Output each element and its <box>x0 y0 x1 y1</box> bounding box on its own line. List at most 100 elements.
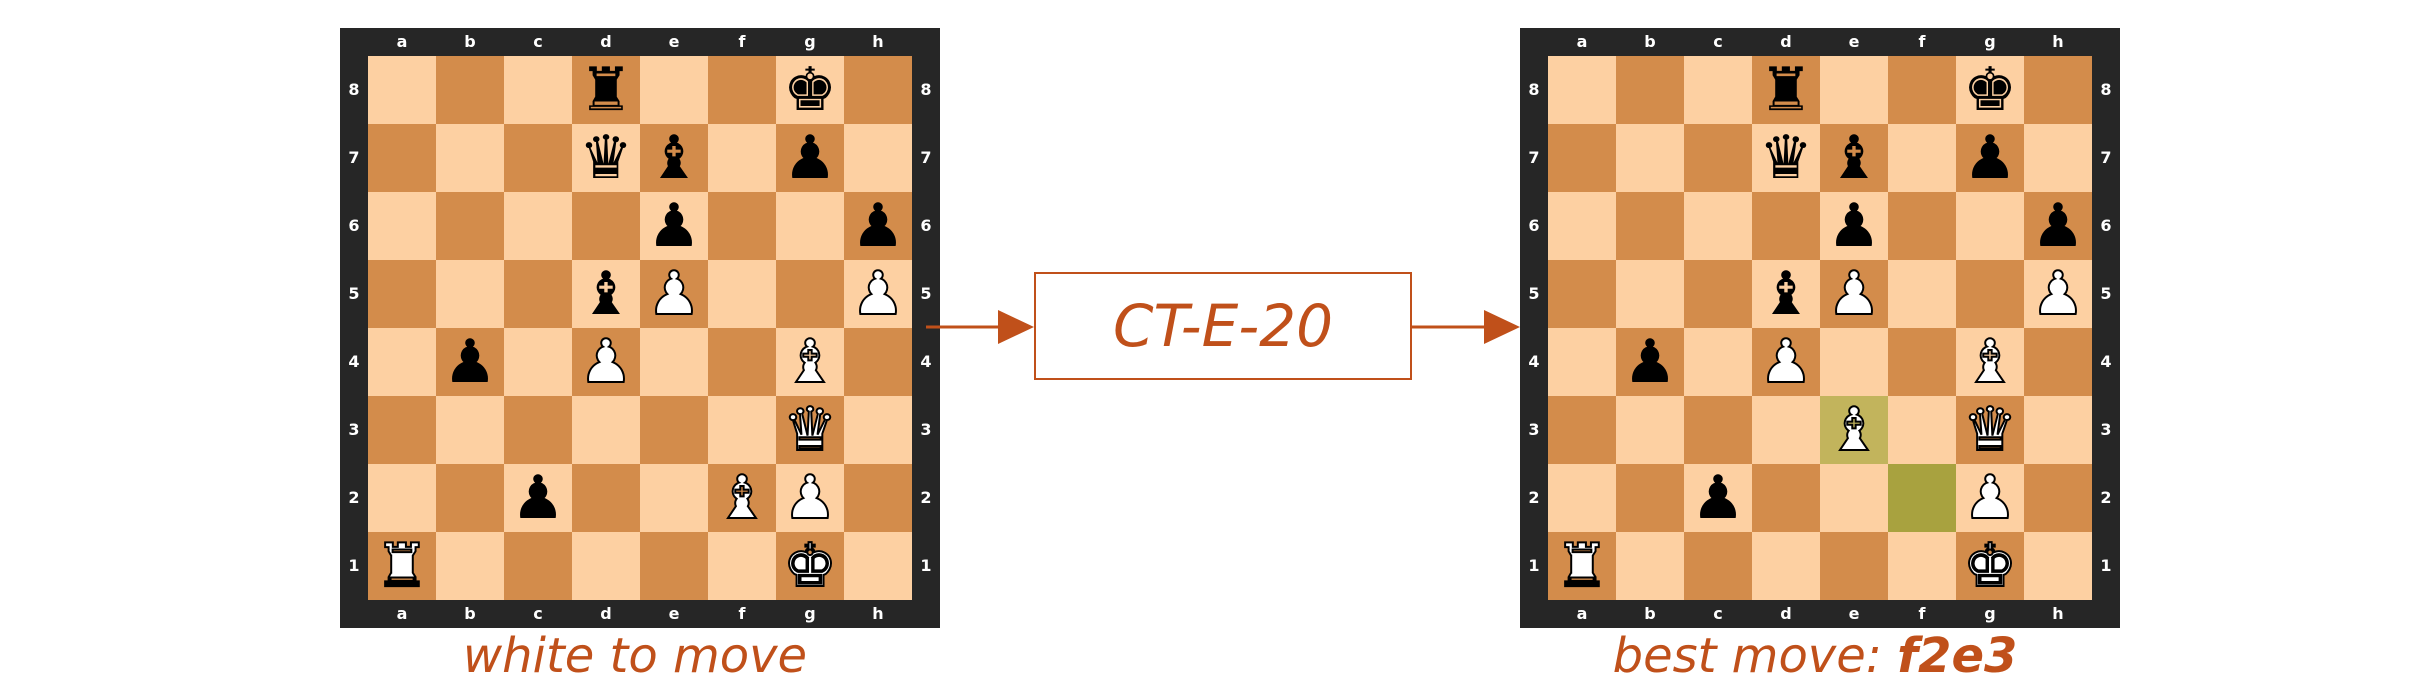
right-board-square-f5 <box>1888 260 1956 328</box>
left-board-rank-label-1-left: 1 <box>348 556 360 575</box>
black-king-icon: ♚ <box>783 55 837 125</box>
left-board-square-c7 <box>504 124 572 192</box>
left-board-square-e2 <box>640 464 708 532</box>
right-board-square-c6 <box>1684 192 1752 260</box>
left-board-square-b5 <box>436 260 504 328</box>
white-pawn-icon: ♟ <box>850 259 906 329</box>
right-board-square-b2 <box>1616 464 1684 532</box>
left-board-rank-label-6-left: 6 <box>348 216 360 235</box>
left-board-square-b7 <box>436 124 504 192</box>
right-board-file-label-e-bottom: e <box>1848 604 1860 623</box>
left-board-square-b3 <box>436 396 504 464</box>
right-caption: best move: f2e3 <box>1520 628 2110 684</box>
right-caption-prefix: best move: <box>1612 628 1898 684</box>
left-board-square-b4 <box>436 328 504 396</box>
right-board-square-d2 <box>1752 464 1820 532</box>
left-board-file-label-g-top: g <box>804 32 816 51</box>
left-board-square-c6 <box>504 192 572 260</box>
black-bishop-icon: ♝ <box>1759 259 1813 329</box>
left-board-square-a2 <box>368 464 436 532</box>
left-board-square-e6 <box>640 192 708 260</box>
right-board-rank-label-6-left: 6 <box>1528 216 1540 235</box>
white-bishop-icon: ♝ <box>782 327 838 397</box>
left-board-square-g6 <box>776 192 844 260</box>
right-board-rank-label-4-left: 4 <box>1528 352 1540 371</box>
left-board-square-h7 <box>844 124 912 192</box>
arrow-right-head <box>1484 310 1520 344</box>
right-board-square-h8 <box>2024 56 2092 124</box>
right-board-square-c4 <box>1684 328 1752 396</box>
left-board-square-g1 <box>776 532 844 600</box>
left-board-square-g4 <box>776 328 844 396</box>
left-board-square-a4 <box>368 328 436 396</box>
right-board-square-e3 <box>1820 396 1888 464</box>
left-board-square-c4 <box>504 328 572 396</box>
left-board-file-label-e-bottom: e <box>668 604 680 623</box>
left-board-square-d8 <box>572 56 640 124</box>
left-board-file-label-c-bottom: c <box>533 604 543 623</box>
black-pawn-icon: ♟ <box>511 463 565 533</box>
left-board-square-c3 <box>504 396 572 464</box>
black-pawn-icon: ♟ <box>1691 463 1745 533</box>
right-board-square-e7 <box>1820 124 1888 192</box>
left-board-square-b1 <box>436 532 504 600</box>
black-pawn-icon: ♟ <box>2031 191 2085 261</box>
left-board-rank-label-8-left: 8 <box>348 80 360 99</box>
left-board-square-f7 <box>708 124 776 192</box>
right-board-square-d7 <box>1752 124 1820 192</box>
left-board-file-label-f-bottom: f <box>738 604 746 623</box>
left-board-file-label-f-top: f <box>738 32 746 51</box>
black-bishop-icon: ♝ <box>647 123 701 193</box>
engine-box: CT-E-20 <box>1034 272 1412 380</box>
right-board-file-label-f-top: f <box>1918 32 1926 51</box>
right-board-square-e2 <box>1820 464 1888 532</box>
white-bishop-icon: ♝ <box>714 463 770 533</box>
black-pawn-icon: ♟ <box>647 191 701 261</box>
left-board-file-label-c-top: c <box>533 32 543 51</box>
left-board-square-f4 <box>708 328 776 396</box>
left-board-rank-label-3-left: 3 <box>348 420 360 439</box>
right-board-square-a4 <box>1548 328 1616 396</box>
left-board-square-c1 <box>504 532 572 600</box>
white-pawn-icon: ♟ <box>578 327 634 397</box>
left-board-square-h2 <box>844 464 912 532</box>
left-board-square-e8 <box>640 56 708 124</box>
white-pawn-icon: ♟ <box>1962 463 2018 533</box>
white-bishop-icon: ♝ <box>1962 327 2018 397</box>
right-board-rank-label-1-left: 1 <box>1528 556 1540 575</box>
left-board-square-h6 <box>844 192 912 260</box>
left-board-file-label-h-top: h <box>872 32 884 51</box>
right-board-square-b1 <box>1616 532 1684 600</box>
left-board-square-e1 <box>640 532 708 600</box>
arrow-left-head <box>998 310 1034 344</box>
left-board-square-c8 <box>504 56 572 124</box>
right-board-square-h4 <box>2024 328 2092 396</box>
right-board-square-b7 <box>1616 124 1684 192</box>
right-board-square-h5 <box>2024 260 2092 328</box>
white-queen-icon: ♛ <box>1962 395 2018 465</box>
left-board-rank-label-6-right: 6 <box>920 216 932 235</box>
left-board-square-a8 <box>368 56 436 124</box>
right-board-file-label-g-top: g <box>1984 32 1996 51</box>
black-rook-icon: ♜ <box>1759 55 1813 125</box>
right-board-square-g5 <box>1956 260 2024 328</box>
right-board-file-label-d-bottom: d <box>1780 604 1792 623</box>
right-board-square-f6 <box>1888 192 1956 260</box>
right-board-square-c7 <box>1684 124 1752 192</box>
right-board-square-d6 <box>1752 192 1820 260</box>
left-board-square-g7 <box>776 124 844 192</box>
right-board-square-h2 <box>2024 464 2092 532</box>
right-board-rank-label-4-right: 4 <box>2100 352 2112 371</box>
right-board-rank-label-2-left: 2 <box>1528 488 1540 507</box>
left-board-square-h8 <box>844 56 912 124</box>
right-board-rank-label-6-right: 6 <box>2100 216 2112 235</box>
right-board-file-label-b-top: b <box>1644 32 1656 51</box>
left-board-square-e4 <box>640 328 708 396</box>
right-board-file-label-a-bottom: a <box>1576 604 1588 623</box>
black-pawn-icon: ♟ <box>851 191 905 261</box>
white-bishop-icon: ♝ <box>1826 395 1882 465</box>
white-pawn-icon: ♟ <box>2030 259 2086 329</box>
left-board-square-h4 <box>844 328 912 396</box>
right-board-square-f7 <box>1888 124 1956 192</box>
